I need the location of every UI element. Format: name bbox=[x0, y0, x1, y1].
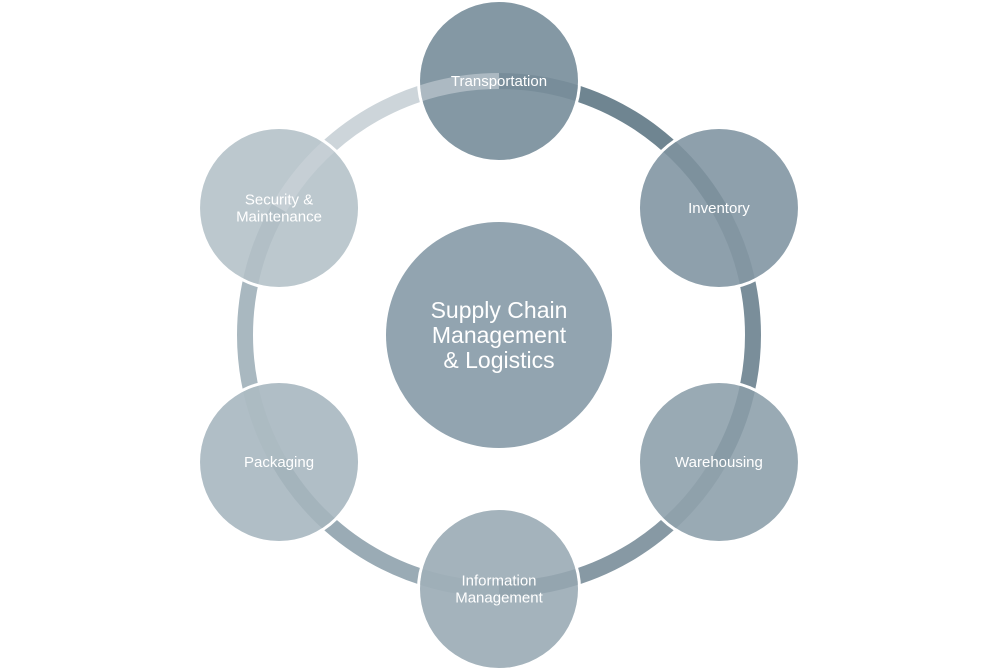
arc-overlay-in bbox=[712, 383, 761, 466]
node-label: Security &Maintenance bbox=[236, 192, 322, 226]
node-label-line: Information bbox=[461, 573, 536, 590]
center-label-line: Supply Chain bbox=[431, 297, 568, 323]
arc-overlay-in bbox=[420, 73, 500, 120]
node-warehousing: Warehousing bbox=[636, 380, 801, 544]
node-label: Packaging bbox=[244, 454, 314, 471]
node-label-line: Warehousing bbox=[675, 454, 763, 471]
node-packaging: Packaging bbox=[197, 380, 362, 544]
node-label-line: Transportation bbox=[451, 73, 547, 90]
node-label: Warehousing bbox=[675, 454, 763, 471]
arc-overlay-out bbox=[639, 457, 726, 541]
node-label-line: Maintenance bbox=[236, 209, 322, 226]
node-security-maintenance: Security &Maintenance bbox=[197, 126, 362, 290]
outer-nodes: TransportationInventoryWarehousingInform… bbox=[197, 0, 801, 670]
center-circle bbox=[386, 222, 612, 448]
node-label-line: Packaging bbox=[244, 454, 314, 471]
node-label: Inventory bbox=[688, 200, 750, 217]
center-label-line: & Logistics bbox=[443, 347, 554, 373]
arc-overlay-out bbox=[272, 129, 359, 213]
center-label-line: Management bbox=[432, 322, 567, 348]
node-label: Transportation bbox=[451, 73, 547, 90]
node-label-line: Management bbox=[455, 590, 543, 607]
arc-overlay-out bbox=[420, 550, 500, 597]
arc-overlay-out bbox=[237, 383, 286, 466]
arc-overlay-in bbox=[237, 204, 286, 287]
node-transportation: Transportation bbox=[417, 0, 581, 163]
arc-overlay-in bbox=[639, 129, 726, 213]
arc-overlay-out bbox=[712, 204, 761, 287]
arc-overlay-in bbox=[272, 457, 359, 541]
node-label-line: Security & bbox=[245, 192, 313, 209]
node-inventory: Inventory bbox=[636, 126, 801, 290]
arc-overlay-in bbox=[498, 550, 578, 597]
node-label-line: Inventory bbox=[688, 200, 750, 217]
arc-overlay-out bbox=[498, 73, 578, 120]
